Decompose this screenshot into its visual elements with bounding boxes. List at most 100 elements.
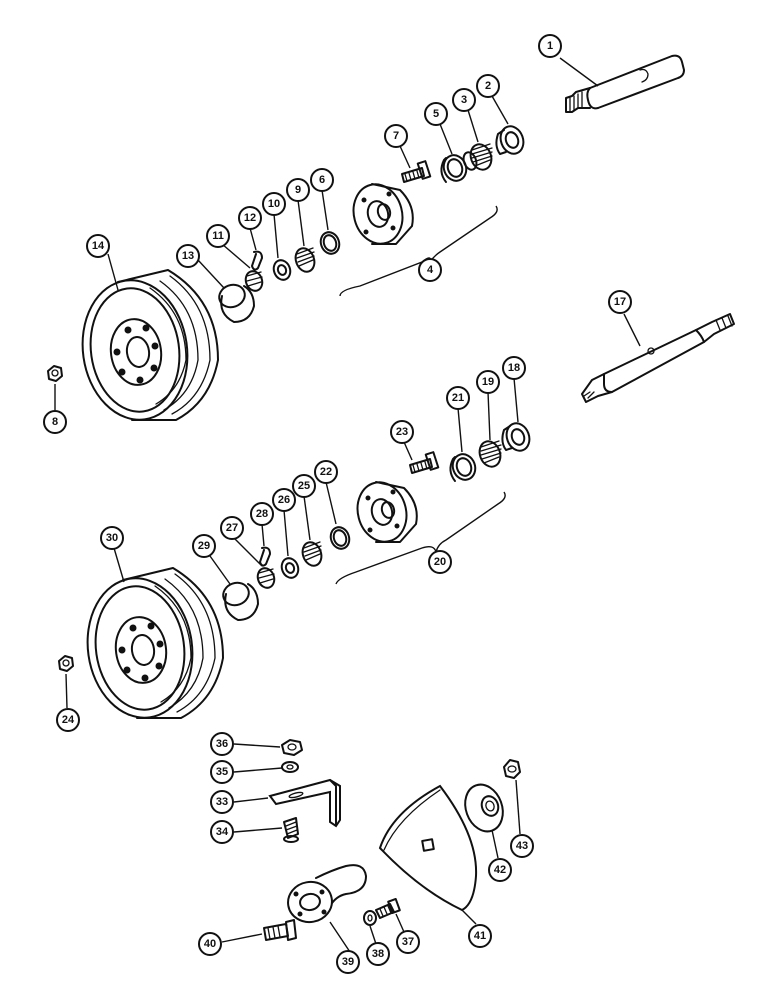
- callout-28-label: 28: [256, 508, 268, 520]
- spindle-shaft-upper: [565, 54, 685, 113]
- callout-24: 24: [56, 708, 80, 732]
- scraper-hub-39: [287, 864, 367, 924]
- callout-26: 26: [272, 488, 296, 512]
- callout-6: 6: [310, 168, 334, 192]
- bearing-cone-lower: [478, 440, 502, 468]
- callout-23: 23: [390, 420, 414, 444]
- wheel-rim-lower: [86, 567, 224, 719]
- callout-2: 2: [476, 74, 500, 98]
- callout-40-label: 40: [204, 938, 216, 950]
- wheel-rim-upper: [81, 269, 219, 421]
- callout-20-label: 20: [434, 556, 446, 568]
- cotter-pin-lower: [259, 546, 271, 567]
- bolt-37: [375, 897, 401, 919]
- hex-nut-43: [503, 759, 521, 779]
- dished-washer-42: [464, 783, 504, 833]
- callout-17-label: 17: [614, 296, 626, 308]
- callout-41: 41: [468, 924, 492, 948]
- callout-38-label: 38: [372, 948, 384, 960]
- callout-42: 42: [488, 858, 512, 882]
- callout-28: 28: [250, 502, 274, 526]
- callout-21: 21: [446, 386, 470, 410]
- callout-13-label: 13: [182, 250, 194, 262]
- callout-25: 25: [292, 474, 316, 498]
- leader-lines: [54, 57, 641, 953]
- callout-10-label: 10: [268, 198, 280, 210]
- callout-40: 40: [198, 932, 222, 956]
- lug-nut-lower: [58, 655, 74, 672]
- bearing-cup-lower: [449, 453, 477, 482]
- callout-7-label: 7: [393, 130, 399, 142]
- callout-37: 37: [396, 930, 420, 954]
- callout-38: 38: [366, 942, 390, 966]
- callout-43-label: 43: [516, 840, 528, 852]
- callout-36: 36: [210, 732, 234, 756]
- callout-22: 22: [314, 460, 338, 484]
- callout-39-label: 39: [342, 956, 354, 968]
- callout-18: 18: [502, 356, 526, 380]
- callout-1: 1: [538, 34, 562, 58]
- bearing-cup-upper: [440, 154, 468, 183]
- hub-cap-lower: [222, 581, 259, 621]
- hub-cap-upper: [218, 283, 255, 323]
- callout-12-label: 12: [244, 212, 256, 224]
- callout-4-label: 4: [427, 264, 434, 276]
- washer-38: [363, 910, 377, 926]
- castle-nut-lower: [256, 567, 276, 589]
- assembly-bracket-20: [335, 491, 506, 585]
- callout-19-label: 19: [482, 376, 494, 388]
- callout-5-label: 5: [433, 108, 439, 120]
- seal-upper: [495, 125, 525, 155]
- callout-25-label: 25: [298, 480, 310, 492]
- callout-9: 9: [286, 178, 310, 202]
- seal-lower: [501, 422, 531, 452]
- callout-22-label: 22: [320, 466, 332, 478]
- callout-34-label: 34: [216, 826, 229, 838]
- wheel-bolt-upper: [401, 160, 432, 183]
- cotter-pin-upper: [251, 250, 263, 271]
- callout-42-label: 42: [494, 864, 506, 876]
- callout-43: 43: [510, 834, 534, 858]
- callout-33: 33: [210, 790, 234, 814]
- callout-37-label: 37: [402, 936, 414, 948]
- callout-23-label: 23: [396, 426, 408, 438]
- callout-33-label: 33: [216, 796, 228, 808]
- callout-18-label: 18: [508, 362, 520, 374]
- wheel-hub-upper: [352, 183, 414, 245]
- castle-nut-upper: [244, 270, 264, 292]
- callout-24-label: 24: [62, 714, 75, 726]
- callout-3: 3: [452, 88, 476, 112]
- callout-8-label: 8: [52, 416, 58, 428]
- callout-30: 30: [100, 526, 124, 550]
- carriage-bolt-34: [283, 817, 299, 843]
- callout-20: 20: [428, 550, 452, 574]
- spindle-shaft-lower: [581, 313, 735, 403]
- callout-19: 19: [476, 370, 500, 394]
- assembly-bracket-4: [339, 205, 498, 297]
- inner-cone-upper: [294, 247, 316, 273]
- callout-35: 35: [210, 760, 234, 784]
- callout-10: 10: [262, 192, 286, 216]
- callout-8: 8: [43, 410, 67, 434]
- inner-cup-lower: [329, 526, 351, 550]
- callout-14-label: 14: [92, 240, 105, 252]
- inner-cup-upper: [319, 231, 341, 255]
- wheel-hub-lower: [356, 481, 418, 543]
- callout-13: 13: [176, 244, 200, 268]
- callout-11-label: 11: [212, 230, 224, 242]
- washer-upper: [272, 259, 292, 281]
- callout-27-label: 27: [226, 522, 238, 534]
- bolt-40: [263, 919, 297, 941]
- callout-2-label: 2: [485, 80, 491, 92]
- callout-17: 17: [608, 290, 632, 314]
- inner-cone-lower: [301, 541, 323, 567]
- callout-34: 34: [210, 820, 234, 844]
- scraper-bracket: [268, 778, 341, 828]
- callout-29-label: 29: [198, 540, 210, 552]
- callout-30-label: 30: [106, 532, 118, 544]
- callout-9-label: 9: [295, 184, 301, 196]
- callout-35-label: 35: [216, 766, 228, 778]
- callout-11: 11: [206, 224, 230, 248]
